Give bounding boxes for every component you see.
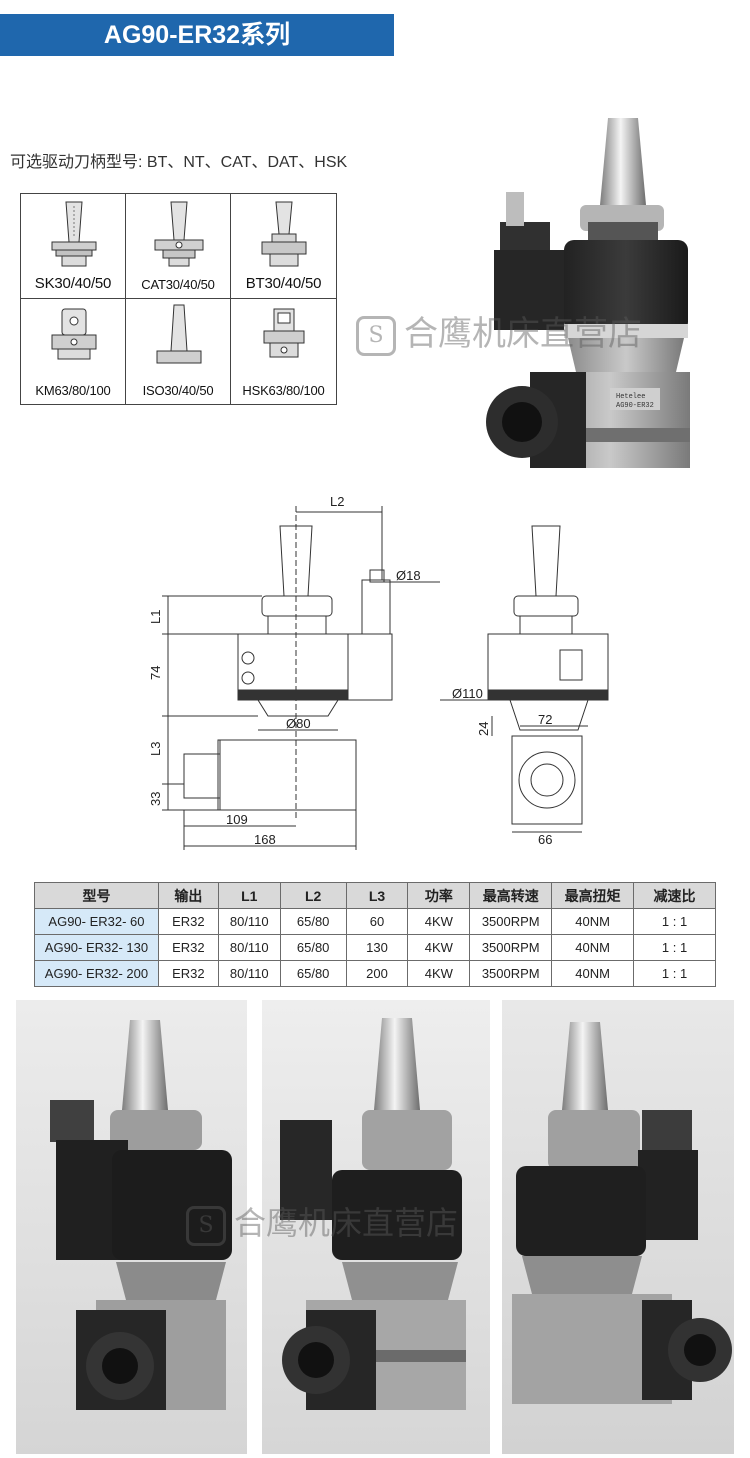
bt-shank-icon — [261, 201, 307, 267]
km-shank-icon — [51, 308, 97, 360]
table-cell: 40NM — [551, 960, 635, 987]
shank-cell-cat: CAT30/40/50 — [126, 194, 231, 299]
table-row: AG90- ER32- 200 ER32 80/110 65/80 200 4K… — [34, 960, 716, 987]
shank-cell-bt: BT30/40/50 — [231, 194, 336, 299]
shank-label: CAT30/40/50 — [141, 277, 215, 292]
dim-l3: L3 — [148, 742, 163, 756]
dim-l2: L2 — [330, 494, 344, 509]
dim-109: 109 — [226, 812, 248, 827]
cat-shank-icon — [154, 201, 204, 267]
col-header: 输出 — [157, 882, 219, 909]
table-cell: ER32 — [157, 960, 219, 987]
shank-cell-sk: SK30/40/50 — [21, 194, 126, 299]
shank-cell-km: KM63/80/100 — [21, 299, 126, 404]
dim-72: 72 — [538, 712, 552, 727]
shank-cell-hsk: HSK63/80/100 — [231, 299, 336, 404]
col-header: 减速比 — [633, 882, 716, 909]
dim-d18: Ø18 — [396, 568, 421, 583]
product-photo-right — [502, 1000, 734, 1454]
col-header: 最高扭矩 — [551, 882, 635, 909]
watermark-logo-icon: S — [186, 1205, 226, 1246]
dim-d110: Ø110 — [452, 686, 483, 701]
product-photo-center — [262, 1000, 490, 1454]
table-cell: AG90- ER32- 130 — [34, 934, 159, 961]
table-cell: 4KW — [407, 908, 471, 935]
col-header: 功率 — [407, 882, 471, 909]
table-cell: 80/110 — [217, 960, 281, 987]
table-row: AG90- ER32- 130 ER32 80/110 65/80 130 4K… — [34, 934, 716, 961]
spec-table: 型号 输出 L1 L2 L3 功率 最高转速 最高扭矩 减速比 AG90- ER… — [34, 882, 716, 987]
dim-l1: L1 — [148, 610, 163, 624]
table-header-row: 型号 输出 L1 L2 L3 功率 最高转速 最高扭矩 减速比 — [34, 882, 716, 909]
watermark-logo-icon: S — [356, 316, 396, 356]
shank-type-grid: SK30/40/50 CAT30/40/50 BT30/40/50 KM63/8… — [20, 193, 337, 405]
table-cell: 80/110 — [217, 908, 281, 935]
product-photo-left — [16, 1000, 247, 1454]
table-cell: 1 : 1 — [633, 908, 716, 935]
hero-product-image: Hetelee AG90-ER32 — [470, 110, 732, 490]
col-header: L1 — [217, 882, 281, 909]
table-cell: AG90- ER32- 200 — [34, 960, 159, 987]
shank-label: SK30/40/50 — [34, 275, 112, 292]
table-cell: 4KW — [407, 960, 471, 987]
watermark-text: 合鹰机床直营店 — [234, 1204, 459, 1242]
dim-168: 168 — [254, 832, 276, 847]
shank-cell-iso: ISO30/40/50 — [126, 299, 231, 404]
table-cell: 200 — [345, 960, 409, 987]
dim-66: 66 — [538, 832, 552, 847]
dimension-drawing: L2 Ø18 L1 74 L3 33 Ø80 109 168 Ø110 24 7… — [140, 490, 610, 860]
table-cell: 4KW — [407, 934, 471, 961]
hsk-shank-icon — [263, 308, 305, 358]
table-row: AG90- ER32- 60 ER32 80/110 65/80 60 4KW … — [34, 908, 716, 935]
table-cell: 40NM — [551, 934, 635, 961]
table-cell: 1 : 1 — [633, 960, 716, 987]
sk-shank-icon — [51, 201, 97, 267]
table-cell: 65/80 — [279, 934, 347, 961]
dim-33: 33 — [148, 792, 163, 806]
col-header: L3 — [345, 882, 409, 909]
nameplate-line2: AG90-ER32 — [616, 402, 654, 410]
col-header: 最高转速 — [469, 882, 553, 909]
table-cell: 80/110 — [217, 934, 281, 961]
table-cell: 3500RPM — [469, 934, 553, 961]
table-cell: 60 — [345, 908, 409, 935]
table-cell: 40NM — [551, 908, 635, 935]
nameplate-line1: Hetelee — [616, 393, 645, 401]
col-header: 型号 — [34, 882, 159, 909]
iso-shank-icon — [156, 304, 202, 364]
table-cell: 1 : 1 — [633, 934, 716, 961]
table-cell: ER32 — [157, 934, 219, 961]
table-cell: 65/80 — [279, 960, 347, 987]
shank-label: ISO30/40/50 — [142, 383, 214, 398]
col-header: L2 — [279, 882, 347, 909]
table-cell: 130 — [345, 934, 409, 961]
dim-74: 74 — [148, 666, 163, 680]
page-title: AG90-ER32系列 — [103, 21, 291, 49]
dim-24: 24 — [476, 722, 491, 736]
shank-label: HSK63/80/100 — [242, 383, 325, 398]
table-cell: 3500RPM — [469, 908, 553, 935]
shank-label: BT30/40/50 — [245, 275, 322, 292]
table-cell: 3500RPM — [469, 960, 553, 987]
shank-options-note: 可选驱动刀柄型号: BT、NT、CAT、DAT、HSK — [10, 154, 348, 171]
title-banner: AG90-ER32系列 — [0, 14, 394, 56]
table-cell: 65/80 — [279, 908, 347, 935]
shank-label: KM63/80/100 — [35, 383, 111, 398]
table-cell: ER32 — [157, 908, 219, 935]
table-cell: AG90- ER32- 60 — [34, 908, 159, 935]
dim-d80: Ø80 — [286, 716, 311, 731]
watermark-text: 合鹰机床直营店 — [404, 314, 642, 354]
